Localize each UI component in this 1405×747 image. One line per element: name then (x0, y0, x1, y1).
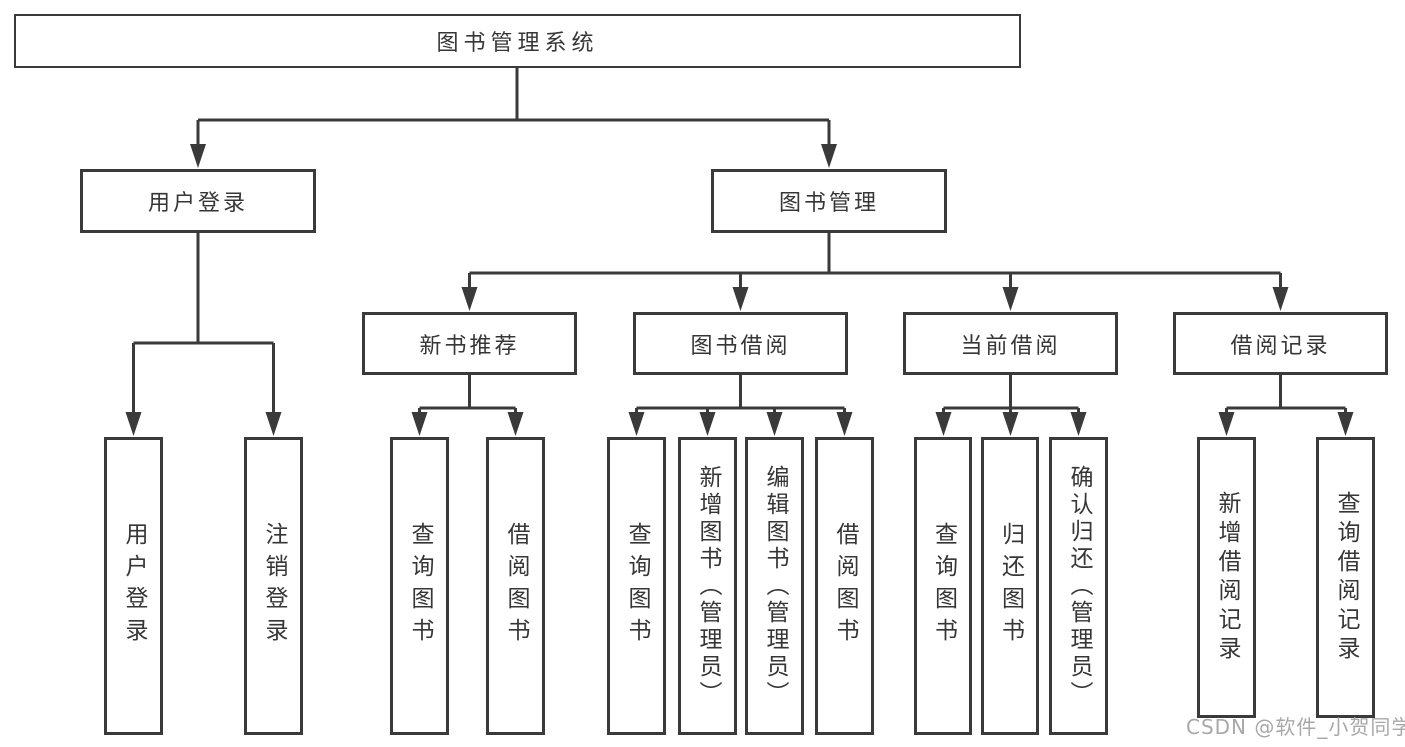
node-label: 当前借阅 (960, 333, 1061, 359)
leaf-newbook-borrow-books: 借阅图书 (486, 437, 545, 735)
arrow-down-icon (1070, 412, 1087, 436)
node-library-management-system: 图书管理系统 (14, 14, 1021, 68)
node-label: 查询图书 (624, 522, 650, 650)
arrow-down-icon (1002, 287, 1019, 311)
leaf-records-add-borrow-record: 新增借阅记录 (1197, 437, 1256, 718)
leaf-borrowing-add-books-admin: 新增图书（管理员） (678, 437, 737, 735)
node-label: 新增借阅记录 (1214, 490, 1240, 665)
node-label: 借阅图书 (503, 522, 529, 650)
arrow-down-icon (699, 412, 716, 436)
arrow-down-icon (935, 412, 952, 436)
arrow-down-icon (1337, 412, 1354, 436)
node-label: 图书借阅 (690, 333, 791, 359)
arrow-down-icon (836, 412, 853, 436)
node-borrowing-records: 借阅记录 (1173, 312, 1388, 375)
leaf-borrowing-borrow-books: 借阅图书 (815, 437, 874, 735)
node-current-borrowing: 当前借阅 (903, 312, 1118, 375)
leaf-current-return-books: 归还图书 (981, 437, 1039, 735)
arrow-down-icon (125, 412, 142, 436)
node-label: 确认归还（管理员） (1066, 464, 1092, 708)
node-label: 图书管理 (778, 191, 879, 216)
arrow-down-icon (1272, 287, 1289, 311)
leaf-user-login: 用户登录 (104, 437, 163, 735)
leaf-borrowing-query-books: 查询图书 (607, 437, 666, 735)
node-new-book-recommendation: 新书推荐 (362, 312, 577, 375)
leaf-logout: 注销登录 (244, 437, 303, 735)
leaf-newbook-query-books: 查询图书 (390, 437, 449, 735)
node-label: 新书推荐 (419, 333, 520, 359)
node-label: 注销登录 (261, 522, 287, 650)
arrow-down-icon (411, 412, 428, 436)
arrow-down-icon (507, 412, 524, 436)
leaf-current-query-books: 查询图书 (914, 437, 972, 735)
node-user-login: 用户登录 (80, 169, 316, 233)
node-label: 查询图书 (407, 522, 433, 650)
node-label: 用户登录 (147, 191, 248, 216)
arrow-down-icon (1218, 412, 1235, 436)
leaf-current-confirm-return-admin: 确认归还（管理员） (1049, 437, 1108, 735)
node-book-management: 图书管理 (711, 169, 947, 233)
node-label: 查询借阅记录 (1333, 490, 1359, 665)
arrow-down-icon (628, 412, 645, 436)
arrow-down-icon (1002, 412, 1019, 436)
arrowheads (125, 144, 1354, 436)
arrow-down-icon (732, 287, 749, 311)
node-label: 查询图书 (930, 522, 957, 650)
leaf-borrowing-edit-books-admin: 编辑图书（管理员） (745, 437, 804, 735)
node-label: 借阅记录 (1230, 333, 1331, 359)
leaf-records-query-borrow-record: 查询借阅记录 (1316, 437, 1375, 718)
node-label: 用户登录 (121, 522, 147, 650)
node-book-borrowing: 图书借阅 (633, 312, 848, 375)
arrow-down-icon (821, 144, 837, 168)
arrow-down-icon (265, 412, 282, 436)
arrow-down-icon (190, 144, 206, 168)
arrow-down-icon (766, 412, 783, 436)
node-label: 归还图书 (997, 522, 1024, 650)
node-label: 编辑图书（管理员） (762, 464, 788, 708)
watermark: CSDN @软件_小贺同学 (1186, 715, 1405, 739)
node-label: 新增图书（管理员） (695, 464, 721, 708)
node-label: 图书管理系统 (436, 31, 599, 56)
node-label: 借阅图书 (832, 522, 858, 650)
arrow-down-icon (461, 287, 478, 311)
